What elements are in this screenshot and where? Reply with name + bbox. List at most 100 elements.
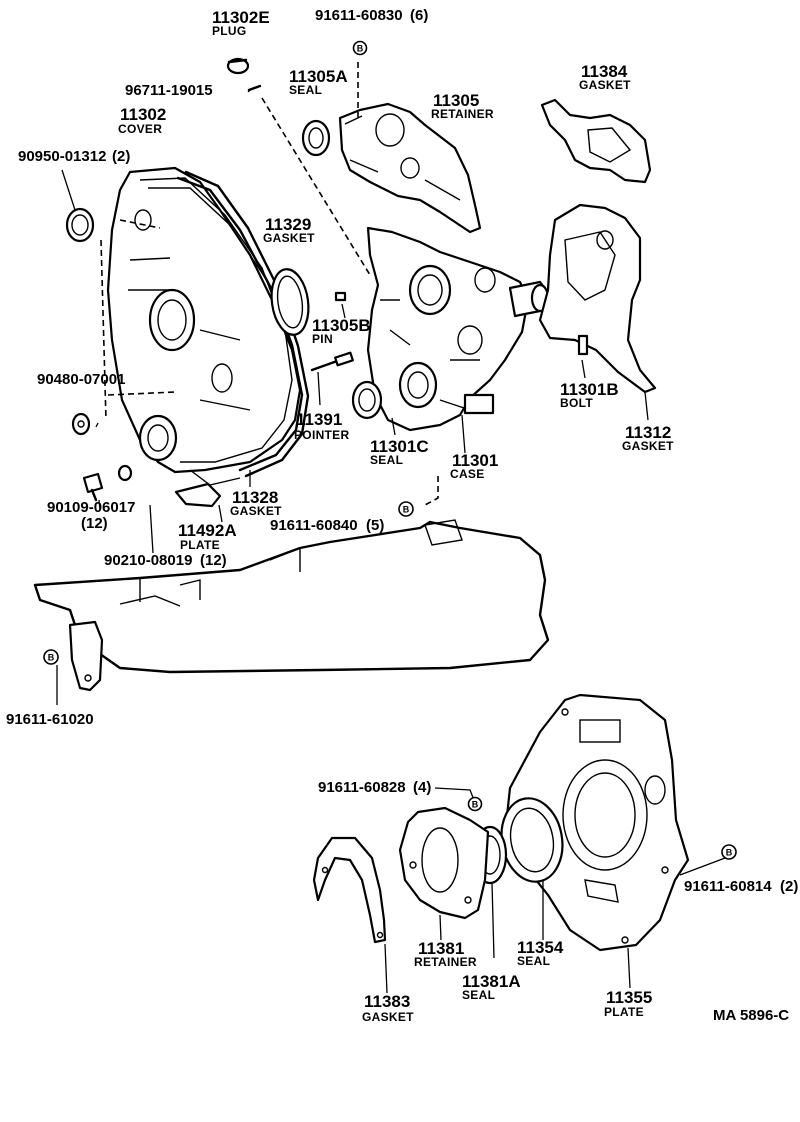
part-quantity: (12) bbox=[81, 515, 108, 532]
callout-96711-19015: 96711-19015 bbox=[125, 82, 213, 99]
callout-11381a: 11381A SEAL bbox=[462, 972, 521, 1002]
callout-90210-08019: 90210-08019 (12) bbox=[104, 552, 227, 569]
part-name: PLUG bbox=[212, 24, 247, 38]
seal-11301c-shape bbox=[351, 380, 383, 420]
callout-11381: 11381 RETAINER bbox=[414, 939, 477, 969]
part-number: 90210-08019 bbox=[104, 552, 192, 569]
part-number: 90950-01312 bbox=[18, 148, 106, 165]
callout-11301: 11301 CASE bbox=[450, 451, 498, 481]
seal-90950-shape bbox=[65, 207, 95, 243]
part-number: 11354 bbox=[517, 938, 564, 957]
bolt-90109-shape bbox=[82, 472, 104, 502]
part-number: 11381A bbox=[462, 972, 521, 991]
part-number: 11305A bbox=[289, 67, 348, 86]
callout-11355: 11355 PLATE bbox=[604, 988, 652, 1019]
callout-11391: 11391 POINTER bbox=[294, 410, 349, 442]
callout-11305a: 11305A SEAL bbox=[289, 67, 348, 97]
part-quantity: (6) bbox=[410, 7, 428, 24]
part-name: CASE bbox=[450, 467, 485, 481]
part-number: 96711-19015 bbox=[125, 82, 213, 99]
part-number: 11302 bbox=[120, 105, 166, 124]
part-name: BOLT bbox=[560, 396, 593, 410]
bolt-marker-5: B bbox=[721, 844, 737, 860]
part-name: GASKET bbox=[579, 78, 631, 92]
part-number: 91611-60840 bbox=[270, 517, 358, 534]
part-name: SEAL bbox=[462, 988, 495, 1002]
callout-91611-60830: 91611-60830 (6) bbox=[315, 7, 428, 24]
part-number: 11381 bbox=[418, 939, 464, 958]
part-number: 90480-07001 bbox=[37, 371, 125, 388]
callout-11312: 11312 GASKET bbox=[622, 423, 674, 453]
part-number: 11328 bbox=[232, 488, 278, 507]
engine-block-outline bbox=[33, 519, 550, 674]
part-name: PLATE bbox=[180, 538, 220, 552]
svg-text:B: B bbox=[403, 505, 410, 515]
bolt-marker-1: B bbox=[352, 40, 368, 56]
part-number: 90109-06017 bbox=[47, 499, 135, 516]
part-number: 91611-60830 bbox=[315, 7, 403, 24]
part-number: 91611-60828 bbox=[318, 779, 406, 796]
part-name: SEAL bbox=[289, 83, 322, 97]
callout-91611-60828: 91611-60828 (4) bbox=[318, 779, 431, 796]
svg-text:B: B bbox=[357, 44, 364, 54]
pin-96711-shape bbox=[247, 84, 262, 92]
part-name: GASKET bbox=[230, 504, 282, 518]
callout-91611-61020: 91611-61020 bbox=[6, 711, 94, 728]
part-number: 11301B bbox=[560, 380, 619, 399]
gasket-11328-shape bbox=[176, 170, 310, 478]
part-number: 11305B bbox=[312, 316, 371, 335]
part-number: 11301 bbox=[452, 451, 498, 470]
part-quantity: (2) bbox=[780, 878, 798, 895]
callout-11305b: 11305B PIN bbox=[312, 316, 371, 346]
callout-11384: 11384 GASKET bbox=[579, 62, 631, 92]
svg-text:B: B bbox=[726, 848, 733, 858]
document-code: MA 5896-C bbox=[713, 1007, 789, 1024]
part-name: SEAL bbox=[517, 954, 550, 968]
part-number: 11391 bbox=[296, 410, 342, 429]
part-number: 11305 bbox=[433, 91, 479, 110]
svg-text:B: B bbox=[472, 800, 479, 810]
end-plate-11355-shape bbox=[504, 693, 690, 952]
callout-91611-60814: 91611-60814 (2) bbox=[684, 878, 798, 895]
callout-91611-60840: 91611-60840 (5) bbox=[270, 517, 384, 534]
washer-90210-shape bbox=[117, 464, 133, 482]
part-number: 11312 bbox=[625, 423, 671, 442]
callout-90480-07001: 90480-07001 bbox=[37, 371, 125, 388]
callout-11354: 11354 SEAL bbox=[517, 938, 564, 968]
part-name: POINTER bbox=[294, 428, 349, 442]
leader-lines bbox=[56, 89, 726, 994]
gasket-11384-shape bbox=[540, 98, 652, 184]
part-number: 11329 bbox=[265, 215, 311, 234]
part-number: 11383 bbox=[364, 992, 410, 1011]
part-name: COVER bbox=[118, 122, 162, 136]
plug-11302e-shape bbox=[226, 57, 250, 75]
retainer-11381-shape bbox=[398, 806, 490, 920]
timing-cover bbox=[106, 166, 302, 486]
bolt-marker-2: B bbox=[398, 501, 414, 517]
gasket-11383-shape bbox=[312, 836, 387, 944]
part-number: 91611-61020 bbox=[6, 711, 94, 728]
callout-90950-01312: 90950-01312 (2) bbox=[18, 148, 130, 165]
callout-11492a: 11492A PLATE bbox=[178, 521, 237, 552]
part-quantity: (5) bbox=[366, 517, 384, 534]
alignment-lines bbox=[100, 62, 439, 506]
gasket-11329-shape bbox=[270, 268, 310, 336]
part-number: 11492A bbox=[178, 521, 237, 540]
part-number: 11302E bbox=[212, 8, 270, 27]
callout-11329: 11329 GASKET bbox=[263, 215, 315, 245]
svg-text:B: B bbox=[48, 653, 55, 663]
part-name: PIN bbox=[312, 332, 333, 346]
part-quantity: (4) bbox=[413, 779, 431, 796]
retainer-11305-shape bbox=[338, 102, 482, 234]
part-name: GASKET bbox=[622, 439, 674, 453]
part-name: GASKET bbox=[263, 231, 315, 245]
plate-11492a-shape bbox=[174, 482, 222, 508]
callout-11301b: 11301B BOLT bbox=[560, 380, 619, 410]
bolt-marker-3: B bbox=[43, 649, 59, 665]
part-number: 91611-60814 bbox=[684, 878, 772, 895]
gasket-11312-shape bbox=[538, 203, 657, 394]
part-name: RETAINER bbox=[431, 107, 494, 121]
part-name: PLATE bbox=[604, 1005, 644, 1019]
part-name: GASKET bbox=[362, 1010, 414, 1024]
